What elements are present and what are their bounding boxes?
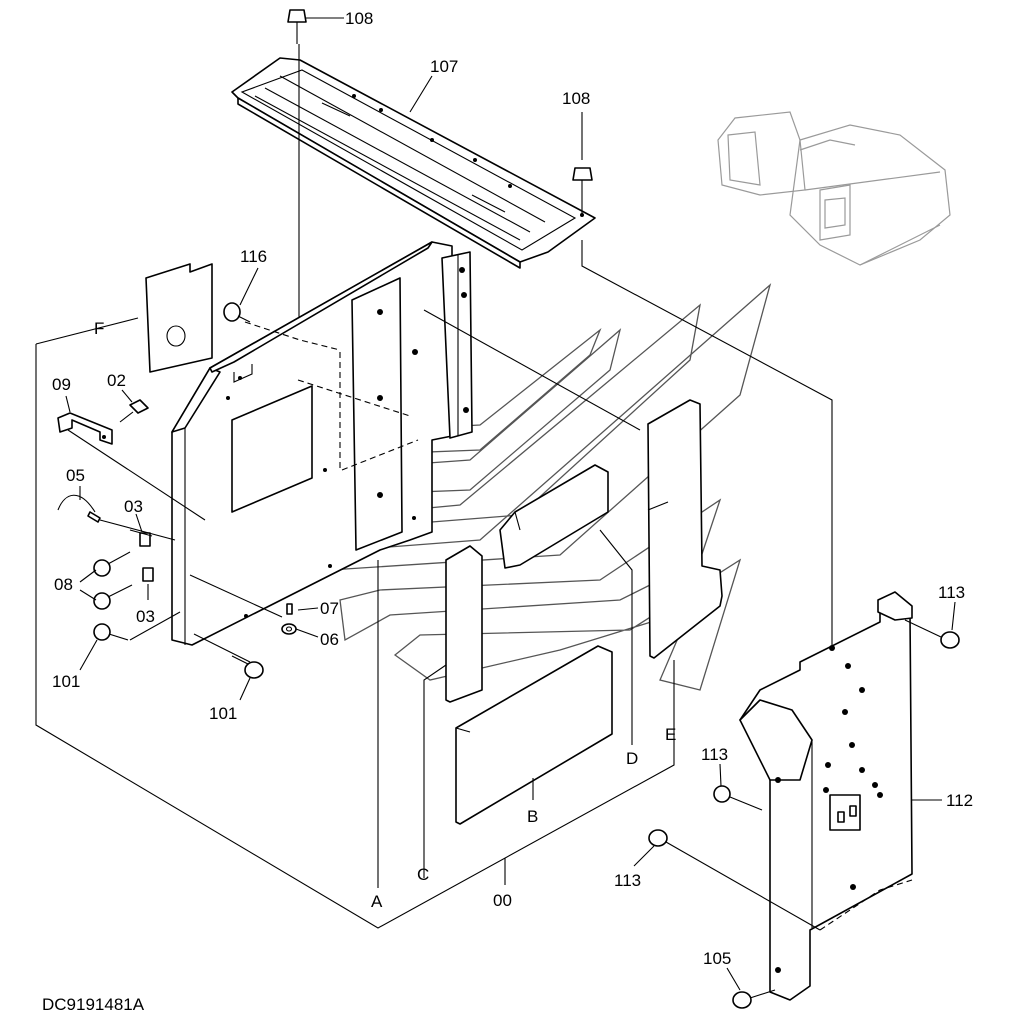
side-bracket-112 — [739, 591, 913, 1001]
label-E: E — [665, 725, 676, 744]
clip-nut-03-upper — [139, 532, 151, 547]
diagram-code: DC9191481A — [42, 995, 145, 1014]
label-02: 02 — [107, 371, 126, 390]
bolt-08-upper — [93, 551, 131, 577]
label-101-left: 101 — [52, 672, 80, 691]
excavator-location-icon — [717, 111, 951, 266]
top-beam-part-107 — [231, 57, 596, 269]
foam-pad-B — [455, 645, 613, 825]
label-101-bottom: 101 — [209, 704, 237, 723]
label-C: C — [417, 865, 429, 884]
clip-05 — [57, 494, 101, 523]
bolt-116 — [223, 302, 251, 323]
label-113-lower: 113 — [614, 871, 641, 890]
top-leaders — [65, 75, 433, 701]
bolt-07 — [286, 603, 293, 615]
bolt-101-left — [93, 623, 129, 641]
washer-06 — [281, 623, 297, 635]
label-D: D — [626, 749, 638, 768]
label-A: A — [371, 892, 383, 911]
bolt-113-right — [904, 619, 960, 649]
foam-pad-F — [145, 263, 213, 373]
bolt-108-top — [287, 9, 344, 340]
label-108-top: 108 — [345, 9, 373, 28]
label-112: 112 — [946, 791, 973, 810]
part-labels: 108 107 108 116 F 09 02 05 03 08 03 07 0… — [42, 9, 973, 1014]
clip-nut-03-lower — [142, 567, 154, 582]
label-113-mid: 113 — [701, 745, 728, 764]
label-105: 105 — [703, 949, 731, 968]
bolt-02 — [119, 399, 149, 423]
bolt-105 — [732, 989, 776, 1009]
label-116: 116 — [240, 247, 267, 266]
label-03-upper: 03 — [124, 497, 143, 516]
foam-pad-E — [647, 399, 723, 659]
label-F: F — [94, 319, 104, 338]
label-00: 00 — [493, 891, 512, 910]
bolt-113-mid — [713, 785, 763, 811]
assembly-leaders — [35, 240, 833, 929]
foam-pad-D — [499, 464, 609, 569]
part-112-leaders — [633, 601, 956, 991]
label-06: 06 — [320, 630, 339, 649]
label-107: 107 — [430, 57, 458, 76]
label-03-lower: 03 — [136, 607, 155, 626]
bolt-113-lower — [648, 829, 821, 931]
bracket-09 — [57, 412, 113, 445]
label-09: 09 — [52, 375, 71, 394]
label-108-right: 108 — [562, 89, 590, 108]
hidden-edges — [244, 321, 419, 471]
bolt-108-right — [572, 112, 593, 215]
label-113-right: 113 — [938, 583, 965, 602]
label-05: 05 — [66, 466, 85, 485]
label-07: 07 — [320, 599, 339, 618]
foam-pad-C — [445, 545, 483, 703]
main-panel — [171, 241, 473, 646]
bolt-101-bottom — [231, 655, 264, 679]
label-08: 08 — [54, 575, 73, 594]
bolt-08-lower — [93, 584, 133, 610]
label-B: B — [527, 807, 538, 826]
